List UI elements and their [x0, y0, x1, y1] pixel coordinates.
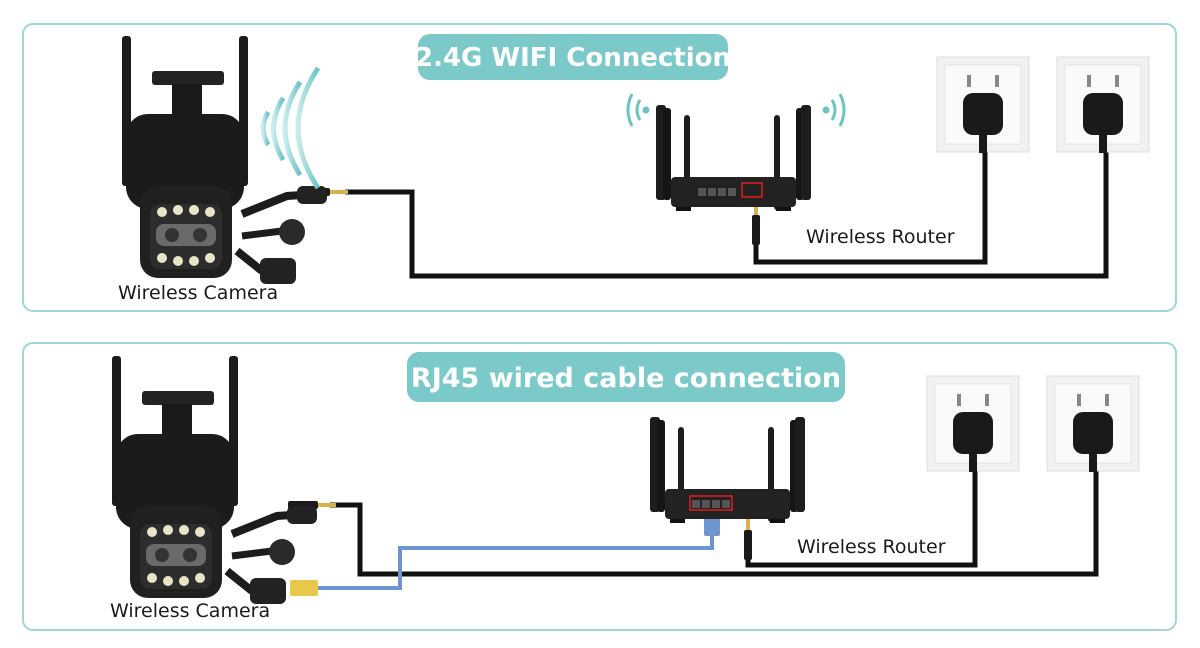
rj45-plug-icon — [290, 580, 318, 596]
panel-wifi-connection: 2.4G WIFI Connection Wireless Camera Wir… — [22, 23, 1177, 312]
camera-power-cable — [330, 462, 1099, 577]
panel-title: 2.4G WIFI Connection — [415, 43, 731, 73]
title-pill — [407, 352, 845, 402]
router-label: Wireless Router — [797, 536, 946, 558]
wifi-signal-icon — [260, 66, 321, 190]
router-wifi-signal-icon — [626, 93, 846, 127]
panel-title: RJ45 wired cable connection — [411, 363, 841, 394]
rj45-plug-icon — [704, 514, 720, 536]
power-outlet-icon — [1046, 375, 1140, 473]
panel-border — [22, 342, 1177, 631]
camera-label: Wireless Camera — [110, 600, 270, 622]
power-outlet-icon — [936, 56, 1030, 154]
lan-port-highlight — [689, 495, 733, 511]
router-power-cable — [753, 145, 988, 265]
title-pill — [418, 34, 728, 80]
power-port-highlight — [741, 182, 763, 198]
camera-label: Wireless Camera — [118, 282, 278, 304]
panel-ethernet-connection: RJ45 wired cable connection Wireless Cam… — [22, 342, 1177, 631]
ethernet-cable — [318, 530, 714, 590]
power-outlet-icon — [926, 375, 1020, 473]
camera-power-cable — [345, 145, 1109, 279]
power-outlet-icon — [1056, 56, 1150, 154]
router-label: Wireless Router — [806, 226, 955, 248]
panel-border — [22, 23, 1177, 312]
